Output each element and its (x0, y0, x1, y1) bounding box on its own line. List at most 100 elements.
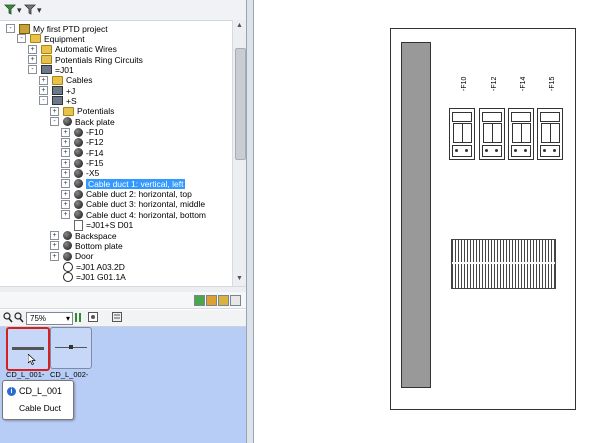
collapse-icon[interactable]: - (6, 24, 15, 33)
collapse-icon[interactable]: - (39, 96, 48, 106)
expand-icon[interactable]: + (61, 137, 70, 147)
tree-item[interactable]: +-F15 (61, 158, 103, 169)
expand-icon[interactable]: + (61, 158, 70, 168)
tree-item[interactable]: +Potentials Ring Circuits (28, 54, 143, 65)
scroll-down-icon[interactable]: ▼ (236, 275, 243, 282)
tree-horizontal-scrollbar[interactable] (0, 286, 246, 293)
terminal-strip-x5[interactable] (451, 239, 556, 289)
collapse-icon[interactable]: - (28, 65, 37, 75)
tree-item[interactable]: +Cable duct 4: horizontal, bottom (61, 209, 206, 220)
expand-icon[interactable]: + (61, 210, 70, 220)
tree-item[interactable]: + -X5 (61, 168, 99, 179)
filter-button[interactable]: ▾ (4, 4, 22, 16)
expand-icon[interactable]: + (61, 168, 70, 178)
component-icon (74, 189, 83, 199)
tree-vertical-scrollbar[interactable]: ▲ ▼ (232, 20, 246, 286)
tree-item-label: Potentials (77, 106, 115, 117)
component-icon (74, 127, 83, 137)
library-grid-icon[interactable] (230, 295, 241, 306)
tree-item[interactable]: +-F12 (61, 137, 103, 148)
project-tree[interactable]: -My first PTD project-Equipment+Automati… (0, 20, 232, 286)
chevron-down-icon: ▾ (37, 4, 42, 15)
grid-view-icon[interactable] (88, 312, 98, 324)
drawing-canvas[interactable]: -F10 -F12 -F14 -F15 (254, 0, 605, 443)
tree-item-label: Cables (66, 75, 93, 86)
library-folder-icon[interactable] (206, 295, 217, 306)
tree-item[interactable]: -My first PTD project (6, 23, 108, 34)
cable-duct-vertical-left[interactable] (401, 42, 431, 388)
expand-icon[interactable]: + (28, 55, 37, 65)
expand-icon[interactable]: + (28, 44, 37, 54)
scrollbar-thumb[interactable] (235, 48, 246, 160)
tree-item[interactable]: =J01+S D01 (61, 219, 133, 231)
pause-icon[interactable] (75, 313, 77, 322)
breaker-label-f14: -F14 (520, 76, 527, 91)
expand-icon[interactable]: + (50, 231, 59, 240)
info-icon: i (7, 387, 16, 396)
library-green-icon[interactable] (194, 295, 205, 306)
tree-item[interactable]: -=J01 (28, 64, 74, 75)
component-icon (63, 251, 72, 261)
library-open-icon[interactable] (218, 295, 229, 306)
chevron-down-icon: ▾ (65, 314, 70, 323)
scroll-up-icon[interactable]: ▲ (236, 22, 243, 29)
tree-item-label: =J01 G01.1A (76, 271, 126, 282)
tree-item[interactable]: =J01 A03.2D (50, 261, 125, 272)
collapse-icon[interactable]: - (17, 34, 26, 44)
folder-icon (52, 75, 63, 85)
component-icon (63, 231, 72, 240)
expand-icon[interactable]: + (61, 199, 70, 209)
tree-item[interactable]: +-F10 (61, 127, 103, 138)
tree-item[interactable]: + Cables (39, 75, 92, 86)
tree-item[interactable]: +Bottom plate (50, 240, 123, 251)
tree-item-label: Cable duct 3: horizontal, middle (86, 199, 206, 210)
tree-item[interactable]: + Backspace (50, 230, 117, 241)
filter-icon (4, 4, 16, 17)
tree-item[interactable]: -+S (39, 95, 77, 106)
tree-item[interactable]: ++J (39, 85, 75, 96)
expand-icon[interactable]: + (61, 179, 70, 189)
expand-icon[interactable]: + (61, 189, 70, 199)
tree-item[interactable]: +Door (50, 251, 93, 262)
breaker-f12[interactable] (479, 108, 505, 160)
breaker-label-f12: -F12 (491, 76, 498, 91)
expand-icon[interactable]: + (50, 106, 59, 116)
symbol-icon (63, 261, 73, 272)
expand-icon[interactable]: + (50, 241, 59, 251)
component-icon (74, 210, 83, 220)
collapse-icon[interactable]: - (50, 117, 59, 127)
library-tile-cd-l-001[interactable] (6, 327, 50, 371)
tree-item[interactable]: + Potentials (50, 106, 114, 117)
filter-dropdown-icon (24, 4, 36, 17)
expand-icon[interactable]: + (39, 86, 48, 96)
library-tile-cd-l-002[interactable] (50, 327, 92, 369)
zoom-select[interactable]: 75% ▾ (26, 312, 73, 325)
tree-item[interactable]: +Cable duct 1: vertical, left (61, 178, 186, 189)
zoom-in-icon[interactable] (3, 312, 13, 325)
breaker-f10[interactable] (449, 108, 475, 160)
tree-item[interactable]: +-F14 (61, 147, 103, 158)
enclosure-back-plate[interactable]: -F10 -F12 -F14 -F15 (390, 28, 576, 410)
breaker-f14[interactable] (508, 108, 534, 160)
zoom-out-icon[interactable] (14, 312, 24, 325)
tree-item-label: -X5 (86, 168, 100, 179)
expand-icon[interactable]: + (61, 148, 70, 158)
expand-icon[interactable]: + (61, 127, 70, 137)
tree-item[interactable]: =J01 G01.1A (50, 271, 126, 282)
tree-item-label: Backspace (75, 230, 117, 241)
expand-icon[interactable]: + (39, 75, 48, 85)
tree-item[interactable]: +Cable duct 2: horizontal, top (61, 189, 192, 200)
library-preview-area[interactable]: CD_L_001- CD_L_002- (0, 327, 246, 443)
settings-small-icon[interactable] (112, 312, 122, 324)
breaker-f15[interactable] (537, 108, 563, 160)
tree-item[interactable]: +Automatic Wires (28, 44, 117, 55)
tree-toolbar: ▾ ▾ (0, 0, 246, 21)
tree-item[interactable]: -Back plate (50, 116, 115, 127)
tree-item[interactable]: -Equipment (17, 33, 85, 44)
panel-splitter[interactable] (247, 0, 254, 443)
zoom-value: 75% (30, 314, 47, 323)
expand-icon[interactable]: + (50, 251, 59, 261)
tree-item[interactable]: + Cable duct 3: horizontal, middle (61, 199, 205, 210)
filter-dropdown-button[interactable]: ▾ (24, 4, 42, 16)
folder-icon (30, 34, 41, 44)
